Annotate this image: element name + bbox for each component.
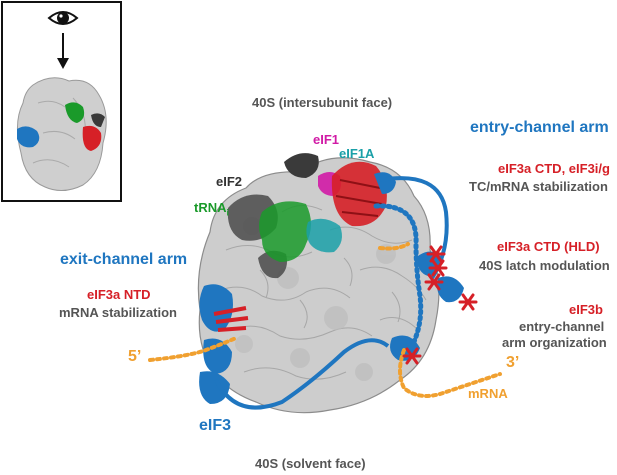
entry-arm-dotted [373, 203, 424, 359]
title-intersubunit: 40S (intersubunit face) [252, 95, 393, 110]
title-solvent: 40S (solvent face) [255, 456, 366, 471]
eif3-bottom-arc [214, 338, 390, 410]
ctd-hld-desc: 40S latch modulation [479, 258, 610, 273]
eif1a-structure [306, 218, 342, 253]
mrna-three-prime: 3’ [506, 354, 520, 371]
exit-channel-arm-label: exit-channel arm [60, 251, 188, 268]
eif1a-label: eIF1A [339, 146, 375, 161]
mrna-five-prime: 5’ [128, 348, 142, 365]
trna-label: tRNAi [194, 200, 230, 218]
entry-channel-arm-label: entry-channel arm [470, 119, 609, 136]
eif3-label: eIF3 [199, 417, 232, 434]
mrna-path-entry [378, 242, 410, 251]
mrna-label: mRNA [468, 386, 508, 401]
ctd-ig-title: eIF3a CTD, eIF3i/g [498, 161, 610, 176]
ntd-desc: mRNA stabilization [59, 305, 177, 320]
orientation-inset [1, 1, 122, 202]
trna-structure [259, 201, 311, 262]
eif3b-desc-1: entry-channel [519, 319, 605, 334]
ntd-title: eIF3a NTD [87, 287, 151, 302]
eif3-ctd-structure [331, 161, 387, 227]
mrna-path-left [148, 336, 238, 362]
trna-label-sub: i [226, 207, 230, 218]
eif2-label: eIF2 [216, 174, 243, 189]
red-star-markers [402, 245, 478, 365]
eif3b-desc-2: arm organization [502, 335, 607, 350]
eif3-exit-module [199, 284, 249, 404]
mrna-path-right [398, 348, 502, 398]
inset-drawing [17, 11, 107, 191]
eye-icon [47, 11, 79, 25]
eif1-label: eIF1 [313, 132, 340, 147]
ctd-hld-title: eIF3a CTD (HLD) [497, 239, 600, 254]
trna-label-main: tRNA [194, 200, 227, 215]
eif3b-title: eIF3b [569, 302, 603, 317]
inset-ribosome [17, 77, 107, 191]
ctd-ig-desc: TC/mRNA stabilization [469, 179, 608, 194]
down-arrow-icon [57, 33, 69, 69]
